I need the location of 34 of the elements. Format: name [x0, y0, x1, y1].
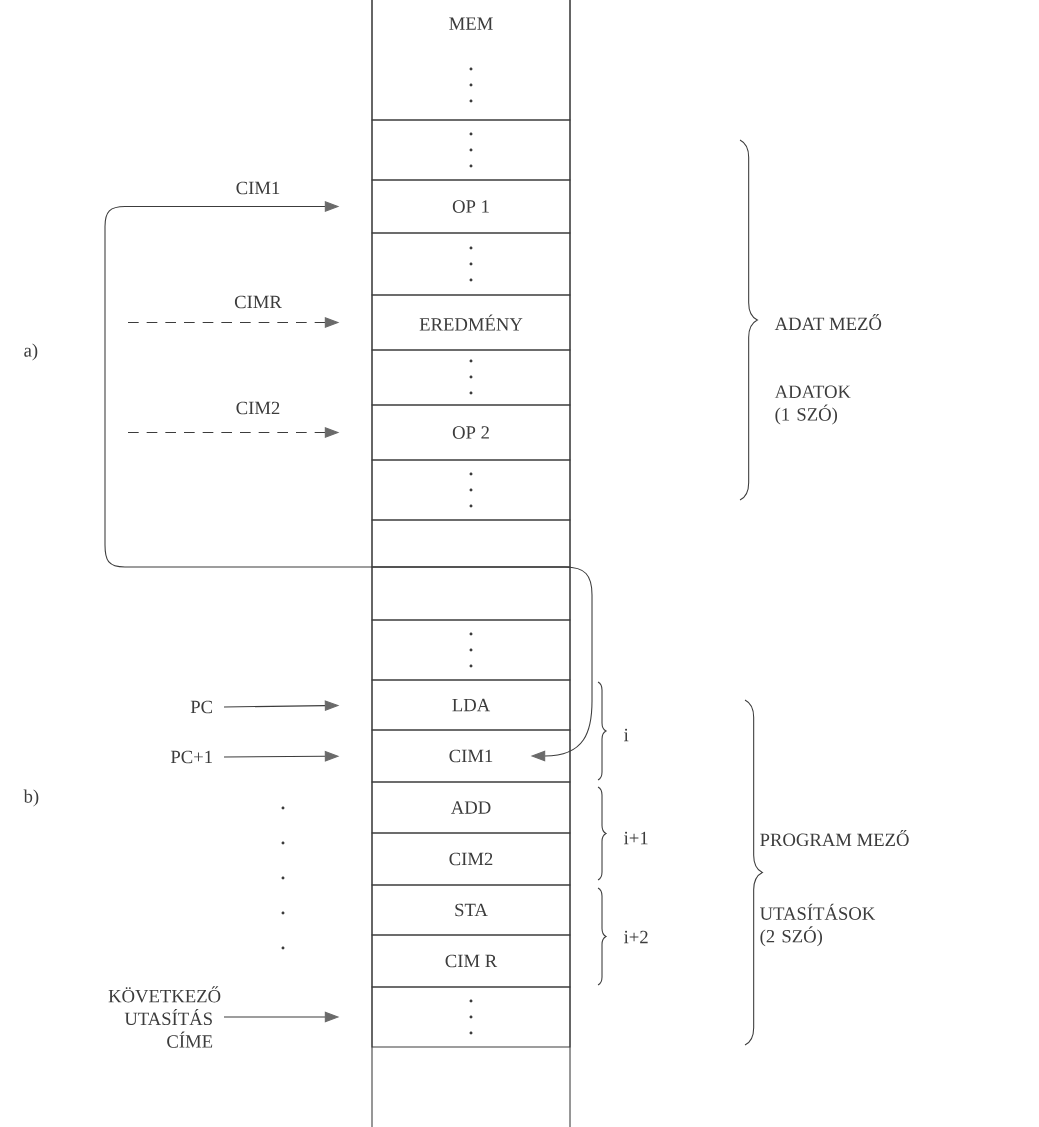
- memory-cell: [371, 566, 571, 621]
- memory-cell: CIM2: [371, 832, 571, 886]
- text-label: a): [24, 343, 38, 361]
- edge-label: CIMR: [234, 295, 282, 309]
- memory-cell: STA: [371, 884, 571, 936]
- memory-cell: EREDMÉNY: [371, 294, 571, 351]
- text-label: PROGRAM MEZŐ: [760, 829, 909, 847]
- address-label: PC: [190, 700, 213, 714]
- text-label: i: [624, 728, 629, 742]
- memory-cell: [371, 349, 571, 406]
- edge-label: CIM2: [236, 401, 280, 415]
- text-label: i+1: [624, 831, 648, 845]
- arrow: [104, 201, 593, 762]
- memory-cell: [371, 519, 571, 568]
- memory-cell: [371, 986, 571, 1048]
- address-label: PC+1: [170, 750, 212, 764]
- address-label: KÖVETKEZŐ UTASÍTÁS CÍME: [108, 986, 221, 1048]
- text-label: i+2: [624, 930, 648, 944]
- memory-cell: [371, 232, 571, 296]
- memory-cell: MEM: [371, 0, 571, 121]
- memory-cell: [371, 459, 571, 521]
- memory-cell: LDA: [371, 679, 571, 731]
- text-label: ADAT MEZŐ: [774, 313, 882, 331]
- memory-cell: OP 2: [371, 404, 571, 461]
- text-label: b): [23, 789, 39, 807]
- memory-cell: [371, 619, 571, 681]
- memory-cell: [371, 119, 571, 181]
- memory-cell: ADD: [371, 781, 571, 834]
- memory-cell: OP 1: [371, 179, 571, 234]
- edge-label: CIM1: [236, 181, 280, 195]
- text-label: UTASÍTÁSOK (2 SZÓ): [760, 903, 876, 947]
- memory-cell: CIM R: [371, 934, 571, 988]
- memory-cell: CIM1: [371, 729, 571, 783]
- text-label: ADATOK (1 SZÓ): [774, 385, 851, 425]
